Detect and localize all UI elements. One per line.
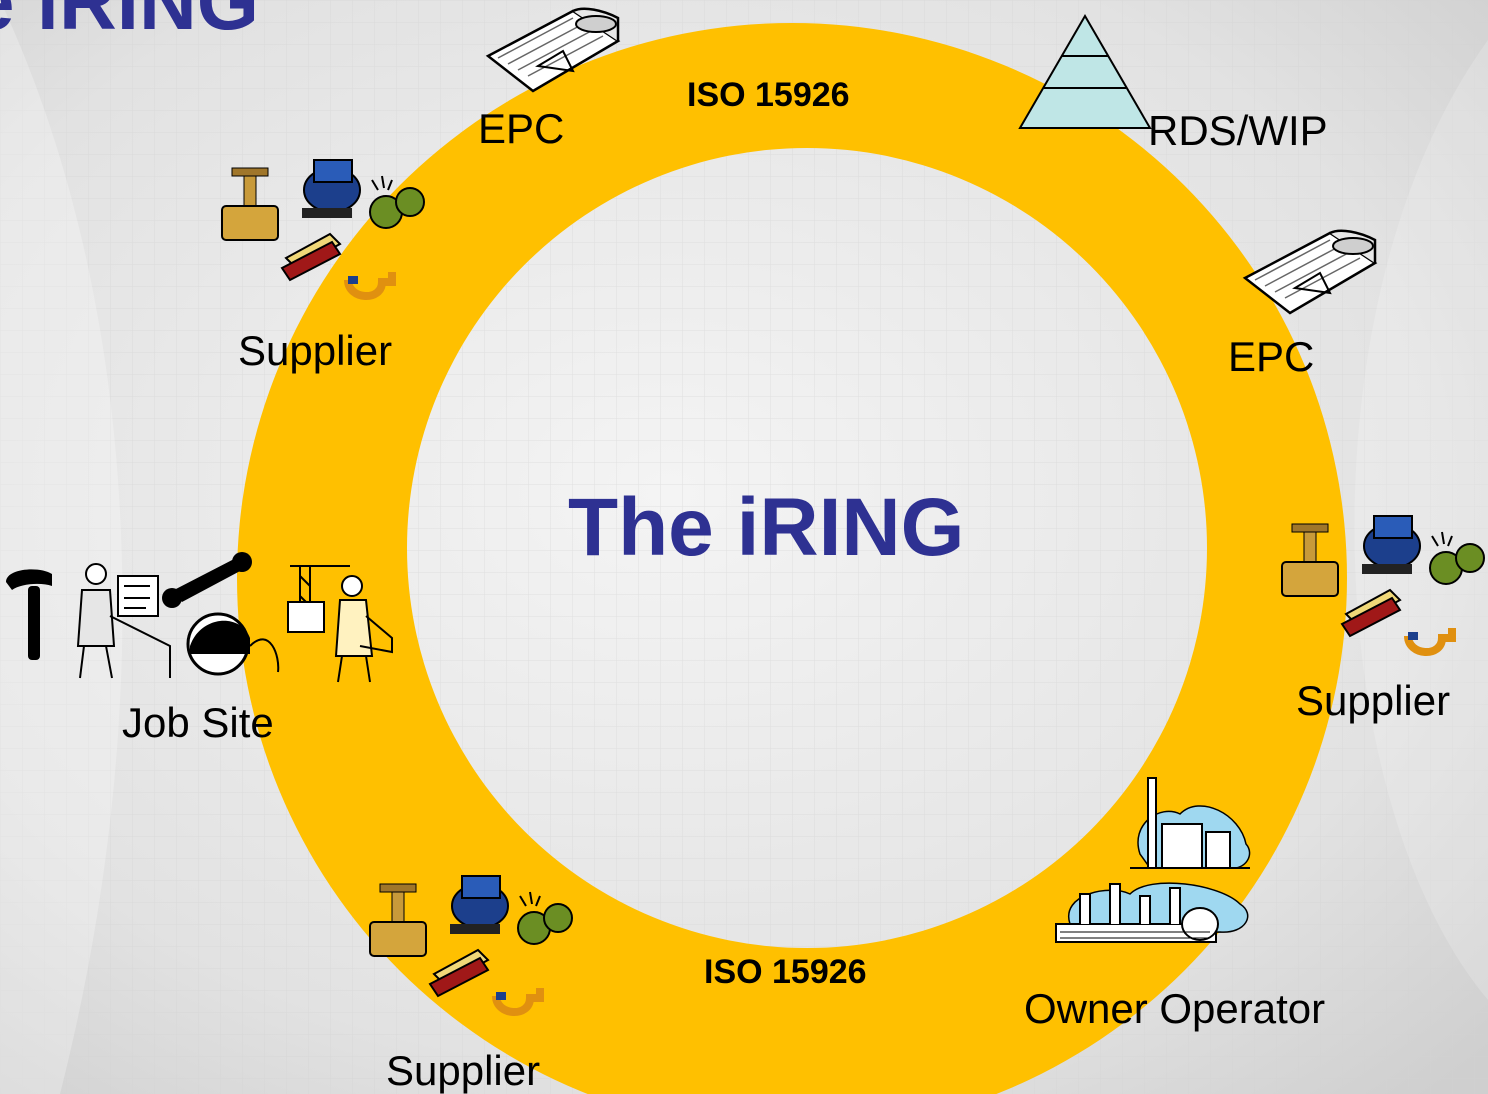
job-site-label: Job Site <box>122 699 274 746</box>
supplier-bottom-label: Supplier <box>386 1047 541 1094</box>
epc-top-label: EPC <box>478 105 565 152</box>
blueprint-icon <box>1242 229 1378 315</box>
iring-ring <box>237 23 1347 1094</box>
construction-tools-icon <box>6 552 393 683</box>
supplier-left-label: Supplier <box>238 327 393 374</box>
rds-wip-label: RDS/WIP <box>1148 107 1328 154</box>
owner-operator-label: Owner Operator <box>1024 985 1326 1032</box>
iso-bottom-label: ISO 15926 <box>704 953 867 991</box>
iso-top-label: ISO 15926 <box>687 76 850 114</box>
equipment-cluster-icon <box>221 159 425 300</box>
center-title: The iRING <box>568 482 965 573</box>
equipment-cluster-icon <box>369 875 573 1016</box>
refinery-icon <box>1055 777 1251 943</box>
slide-title: e iRING <box>0 0 259 46</box>
pyramid-icon <box>1018 14 1152 129</box>
supplier-right-label: Supplier <box>1296 677 1451 724</box>
blueprint-icon <box>485 7 621 93</box>
epc-right-label: EPC <box>1228 333 1315 380</box>
equipment-cluster-icon <box>1281 515 1485 656</box>
